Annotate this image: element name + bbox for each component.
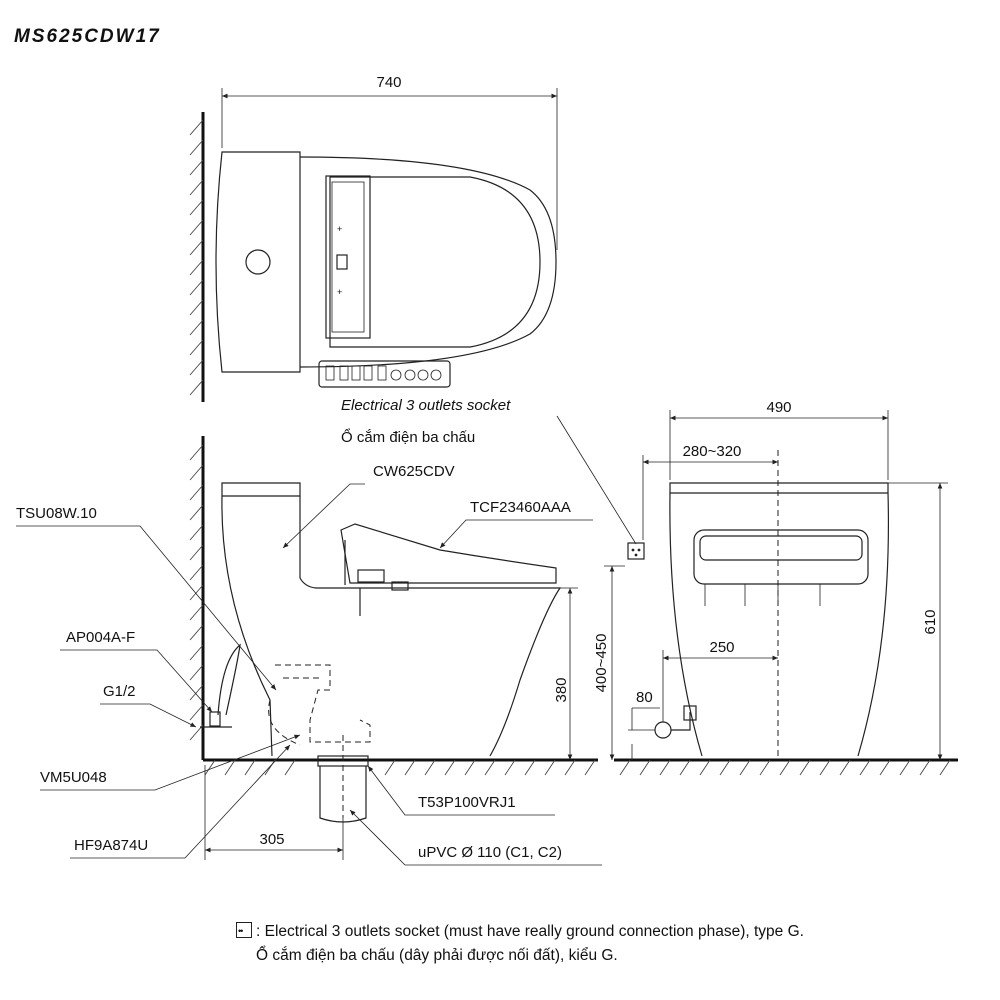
side-view: 380 305 CW625CDV TCF23460AAA TSU08W.10 A… [16,436,602,866]
dim-280-320: 280~320 [683,443,742,460]
dim-380: 380 [553,677,570,702]
socket-icon [627,542,645,560]
label-ap004af: AP004A-F [66,629,135,646]
dim-490: 490 [766,399,791,416]
model-title: MS625CDW17 [14,26,161,47]
dim-400-450: 400~450 [593,634,610,693]
dim-80: 80 [636,689,653,706]
dim-610: 610 [922,609,939,634]
svg-text:+: + [337,287,342,297]
label-vm5u048: VM5U048 [40,769,107,786]
label-t53p100vrj1: T53P100VRJ1 [418,794,516,811]
label-tcf23460aaa: TCF23460AAA [470,499,571,516]
label-hf9a874u: HF9A874U [74,837,148,854]
label-tsu08w10: TSU08W.10 [16,505,97,522]
label-cw625cdv: CW625CDV [373,463,455,480]
dim-740: 740 [376,74,401,91]
label-upvc: uPVC Ø 110 (C1, C2) [418,844,562,861]
socket-label-vi: Ổ cắm điện ba chấu [341,428,475,446]
legend-line-2: Ổ cắm điện ba chấu (dây phải được nối đấ… [256,947,618,964]
top-view: 740 + + [189,74,558,402]
socket-label-en: Electrical 3 outlets socket [341,397,511,414]
label-g12: G1/2 [103,683,136,700]
legend: : Electrical 3 outlets socket (must have… [236,919,804,968]
socket-icon [236,919,252,943]
front-view: 490 280~320 400~450 610 250 80 [593,399,958,776]
svg-text:+: + [337,224,342,234]
dim-250: 250 [709,639,734,656]
dim-305: 305 [259,831,284,848]
legend-line-1: : Electrical 3 outlets socket (must have… [236,919,804,944]
